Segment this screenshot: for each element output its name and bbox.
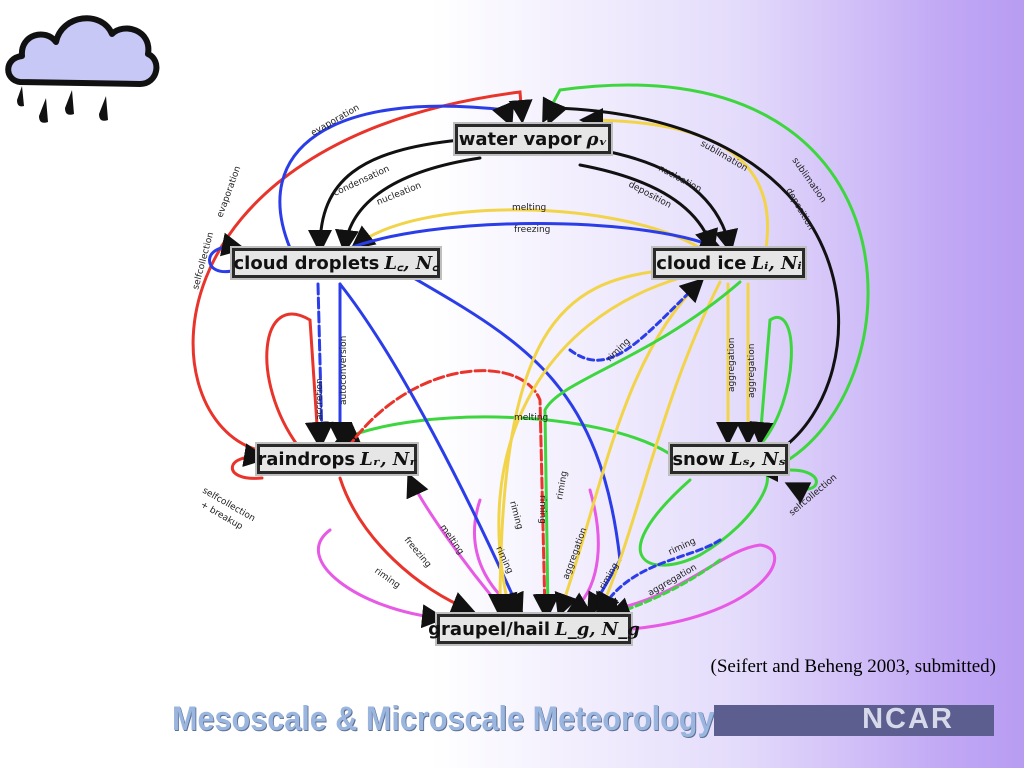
arrow-sublimation-ice	[579, 108, 769, 250]
arrow-deposition-snow	[545, 98, 841, 452]
arrow-riming-snow	[596, 538, 722, 618]
node-cloud-droplets-symbol: L꜀, N꜀	[384, 253, 439, 274]
label-riming-g4: riming	[555, 470, 570, 500]
arrow-evaporation-cloud	[278, 100, 515, 250]
arrow-nucleation-ice	[598, 148, 739, 254]
label-nucleation-right: nucleation	[657, 164, 703, 195]
node-cloud-ice-symbol: Lᵢ, Nᵢ	[751, 252, 802, 274]
arrow-accretion	[309, 282, 334, 446]
label-evaporation-left: evaporation	[215, 165, 243, 219]
arrow-magenta-loop-right	[594, 543, 777, 632]
node-snow-symbol: Lₛ, Nₛ	[729, 448, 786, 470]
label-aggregation-1: aggregation	[727, 338, 737, 392]
arrow-snow-loop	[749, 316, 793, 447]
arrow-cloud-snow	[398, 268, 622, 618]
label-freezing-low: freezing	[402, 536, 433, 570]
node-cloud-ice-label: cloud ice	[656, 252, 747, 274]
rain-cloud-icon	[5, 15, 160, 123]
footer-ncar-logo: NCAR	[862, 703, 954, 735]
label-evaporation-top: evaporation	[310, 103, 362, 139]
arrow-selfcollection-cloud	[208, 232, 246, 274]
arrow-rain-loop	[265, 312, 329, 448]
arrow-ice-graupel-3	[596, 280, 722, 618]
label-nucleation-left: nucleation	[375, 181, 422, 208]
label-melting-top: melting	[512, 203, 546, 213]
arrow-rain-graupel-2	[338, 369, 557, 618]
label-riming-rain: riming	[372, 566, 401, 591]
arrow-evaporation-rain	[191, 90, 533, 452]
arrow-melting-ice-cloud	[350, 208, 702, 250]
arrow-freezing-cloud-ice	[343, 222, 724, 253]
label-aggregation-2: aggregation	[747, 344, 757, 398]
node-snow-label: snow	[672, 448, 725, 470]
node-cloud-droplets: cloud droplets L꜀, N꜀	[232, 248, 440, 278]
label-selfcollection-snow: selfcollection	[788, 473, 840, 519]
label-riming-g2: riming	[507, 500, 524, 530]
arrow-freezing-rain-graupel	[338, 476, 476, 615]
arrow-sublimation-snow	[542, 83, 870, 464]
arrow-nucleation-cloud	[334, 156, 482, 254]
label-melting-low: melting	[438, 523, 466, 557]
arrow-selfcollection-snow	[784, 468, 818, 504]
node-graupel-hail: graupel/hail L_g, N_g	[428, 614, 640, 644]
label-melting-mid: melting	[514, 413, 548, 423]
arrow-melting-ice-rain	[488, 268, 670, 618]
node-cloud-ice: cloud ice Lᵢ, Nᵢ	[653, 248, 805, 278]
citation: (Seifert and Beheng 2003, submitted)	[710, 656, 996, 677]
node-cloud-droplets-label: cloud droplets	[233, 252, 380, 274]
node-graupel-hail-symbol: L_g, N_g	[555, 618, 640, 640]
label-aggregation-g1: aggregation	[561, 526, 589, 581]
arrow-cloud-graupel	[338, 282, 524, 618]
arrow-condensation	[308, 138, 462, 254]
arrow-ice-graupel-2	[554, 280, 702, 618]
arrow-riming-rain	[316, 528, 446, 629]
node-raindrops-symbol: Lᵣ, Nᵣ	[360, 448, 417, 470]
node-water-vapor-symbol: ρᵥ	[586, 128, 608, 150]
node-graupel-hail-label: graupel/hail	[428, 618, 551, 640]
node-raindrops-label: raindrops	[257, 448, 356, 470]
label-freezing-top: freezing	[514, 225, 550, 235]
arrow-green-ice-snow	[535, 280, 742, 618]
arrow-deposition-ice	[578, 163, 719, 254]
node-water-vapor-label: water vapor	[458, 128, 582, 150]
label-accretion: accretion	[315, 378, 325, 420]
node-snow: snow Lₛ, Nₛ	[670, 444, 788, 474]
arrow-ice-graupel-1	[494, 276, 682, 618]
footer-bar	[714, 705, 994, 736]
label-deposition-far: deposition	[783, 187, 815, 233]
arrow-aggregation-snow	[606, 558, 722, 621]
label-riming-g3: riming	[537, 495, 547, 524]
arrow-melting-snow-rain	[334, 415, 672, 456]
arrow-melting-graupel-rain	[406, 472, 507, 614]
arrow-selfcollection-rain	[230, 443, 268, 480]
node-water-vapor: water vapor ρᵥ	[455, 124, 611, 154]
label-autoconversion: autoconversion	[339, 336, 349, 405]
arrow-riming-ice	[568, 277, 705, 362]
arrow-snow-graupel-green	[638, 458, 779, 567]
node-raindrops: raindrops Lᵣ, Nᵣ	[257, 444, 417, 474]
